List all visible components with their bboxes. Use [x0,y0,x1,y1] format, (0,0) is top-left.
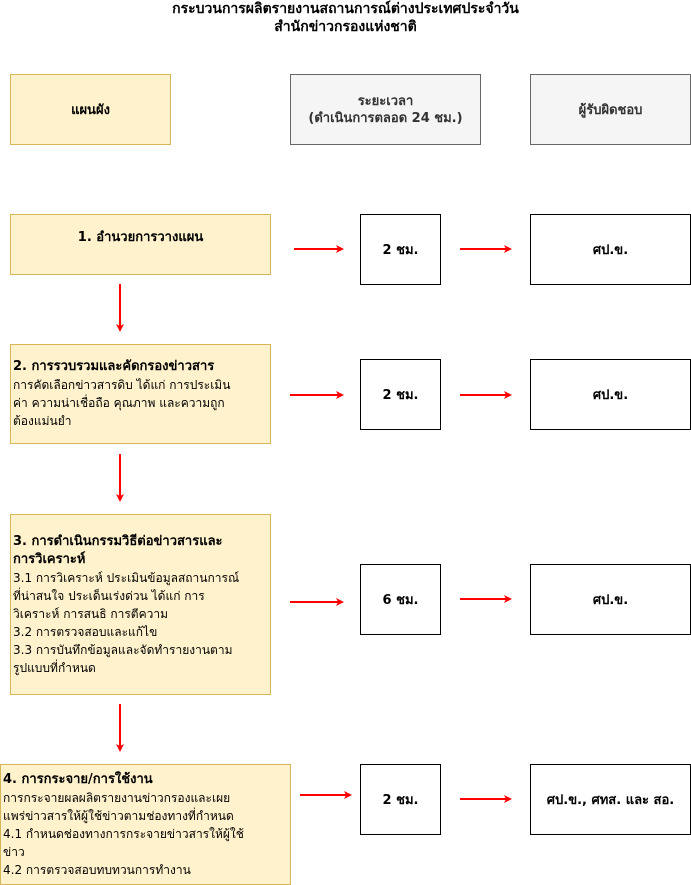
step-4-line-2: แพร่ข่าวสารให้ผู้ใช้ข่าวตามช่องทางที่กำห… [3,808,234,823]
step-2-responsible-label: ศป.ข. [592,388,629,403]
step-1-duration-label: 2 ชม. [382,243,419,258]
step-2-heading: 2. การรวบรวมและคัดกรองข่าวสาร [13,359,215,374]
step-2-line-3: ต้องแม่นยำ [13,414,72,428]
step-2-box: 2. การรวบรวมและคัดกรองข่าวสาร การคัดเลือ… [10,344,271,444]
step-1-duration: 2 ชม. [360,214,441,285]
step-4-line-4: ข่าว [3,844,25,859]
step-1-responsible-label: ศป.ข. [592,243,629,258]
step-3-line-6: รูปแบบที่กำหนด [13,660,96,675]
step-2-line-1: การคัดเลือกข่าวสารดิบ ได้แก่ การประเมิน [13,378,231,392]
step-3-box: 3. การดำเนินกรรมวิธีต่อข่าวสารและ การวิเ… [10,514,271,695]
step-3-line-3: วิเคราะห์ การสนธิ การตีความ [13,606,168,621]
step-3-heading-line-1: 3. การดำเนินกรรมวิธีต่อข่าวสารและ [13,533,223,549]
step-1-box: 1. อำนวยการวางแผน [10,214,271,275]
step-3-heading-line-2: การวิเคราะห์ [13,551,86,567]
title-line-2: สำนักข่าวกรองแห่งชาติ [274,19,417,35]
step-2-duration: 2 ชม. [360,359,441,430]
step-2-duration-label: 2 ชม. [382,388,419,403]
header-responsible-label: ผู้รับผิดชอบ [578,103,643,118]
header-responsible: ผู้รับผิดชอบ [530,74,691,145]
step-2-line-2: ค่า ความน่าเชื่อถือ คุณภาพ และความถูก [13,396,225,410]
step-4-heading: 4. การกระจาย/การใช้งาน [3,771,153,787]
step-2-responsible: ศป.ข. [530,359,691,430]
step-1-heading: 1. อำนวยการวางแผน [77,230,204,245]
step-4-responsible: ศป.ข., ศทส. และ สอ. [530,764,691,835]
step-3-line-1: 3.1 การวิเคราะห์ ประเมินข้อมูลสถานการณ์ [13,570,240,585]
step-3-duration-label: 6 ชม. [382,593,419,608]
step-1-responsible: ศป.ข. [530,214,691,285]
header-duration: ระยะเวลา (ดำเนินการตลอด 24 ชม.) [290,74,481,145]
header-plan: แผนผัง [10,74,171,145]
step-3-line-2: ที่น่าสนใจ ประเด็นเร่งด่วน ได้แก่ การ [13,588,205,603]
step-4-responsible-label: ศป.ข., ศทส. และ สอ. [546,793,675,808]
step-3-responsible: ศป.ข. [530,564,691,635]
step-4-duration: 2 ชม. [360,764,441,835]
header-duration-line-2: (ดำเนินการตลอด 24 ชม.) [308,110,463,126]
header-duration-line-1: ระยะเวลา [357,93,414,109]
diagram-title: กระบวนการผลิตรายงานสถานการณ์ต่างประเทศปร… [0,0,691,36]
step-3-line-5: 3.3 การบันทึกข้อมูลและจัดทำรายงานตาม [13,642,233,657]
title-line-1: กระบวนการผลิตรายงานสถานการณ์ต่างประเทศปร… [172,1,519,17]
step-4-line-5: 4.2 การตรวจสอบทบทวนการทำงาน [3,862,191,877]
step-4-line-3: 4.1 กำหนดช่องทางการกระจายข่าวสารให้ผู้ใช… [3,826,244,841]
step-3-responsible-label: ศป.ข. [592,593,629,608]
step-4-box: 4. การกระจาย/การใช้งาน การกระจายผลผลิตรา… [0,764,291,885]
step-4-duration-label: 2 ชม. [382,793,419,808]
header-plan-label: แผนผัง [71,103,110,118]
step-4-line-1: การกระจายผลผลิตรายงานข่าวกรองและเผย [3,790,231,805]
step-3-line-4: 3.2 การตรวจสอบและแก้ไข [13,624,158,639]
step-3-duration: 6 ชม. [360,564,441,635]
